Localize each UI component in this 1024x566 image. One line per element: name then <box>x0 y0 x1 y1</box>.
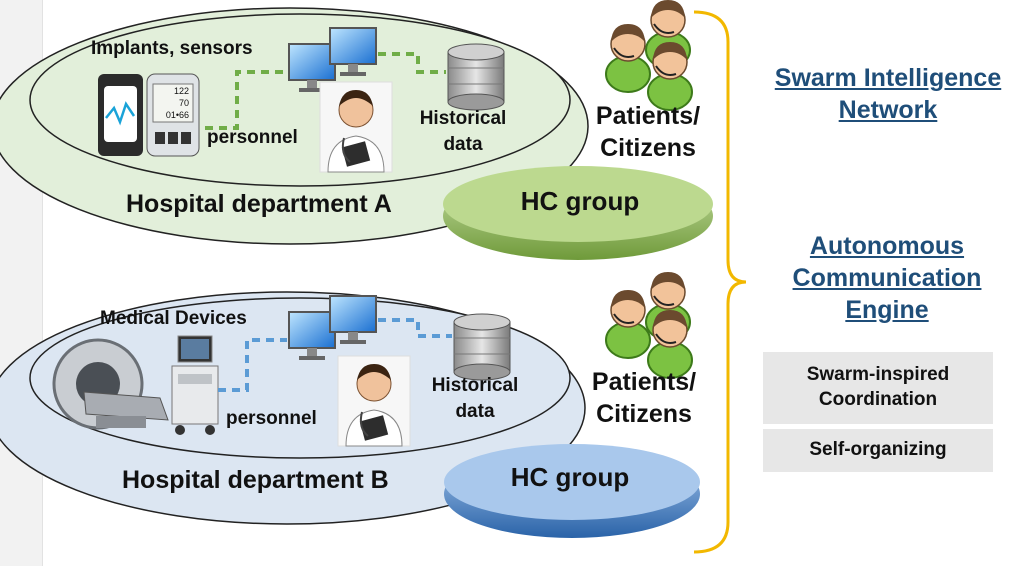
doctor-icon <box>337 355 411 447</box>
doctor-icon <box>319 81 393 173</box>
bp-value-1: 122 <box>174 86 189 96</box>
hc-group-disc-a <box>443 166 713 242</box>
dept-a-link-data <box>378 52 446 74</box>
swarm-inspired-coordination-box: Swarm-inspired Coordination <box>763 352 993 424</box>
dept-b-personnel-label: personnel <box>226 408 317 429</box>
autonomous-communication-engine-link[interactable]: Autonomous Communication Engine <box>792 232 982 324</box>
dept-a-devices-label: Implants, sensors <box>91 38 253 59</box>
database-icon <box>447 43 505 111</box>
dept-a-personnel-label: personnel <box>207 127 298 148</box>
dept-b-link-devices <box>218 338 287 392</box>
bp-value-2: 70 <box>179 98 189 108</box>
patients-group-b-icon <box>605 271 693 379</box>
hc-group-disc-b <box>444 444 700 520</box>
dept-b-link-data <box>378 318 452 338</box>
hc-group-a-label: HC group <box>520 186 640 216</box>
dept-a-historical-label: Historical data <box>419 108 507 155</box>
dept-b-historical-label: Historical data <box>431 375 519 422</box>
dept-a-link-devices <box>205 70 287 130</box>
patients-a-label: Patients/ Citizens <box>595 102 701 162</box>
bp-value-3: 01•66 <box>166 110 189 120</box>
swarm-intelligence-network-link[interactable]: Swarm Intelligence Network <box>774 64 1002 124</box>
database-icon <box>453 313 511 381</box>
patients-b-label: Patients/ Citizens <box>591 368 697 428</box>
curly-bracket <box>693 10 747 554</box>
self-organizing-box: Self-organizing <box>763 429 993 472</box>
ultrasound-machine-icon <box>171 335 219 435</box>
dept-b-devices-label: Medical Devices <box>100 308 247 329</box>
mri-scanner-icon <box>52 338 169 430</box>
blood-pressure-monitor-icon: 122 70 01•66 <box>146 73 200 157</box>
dept-b-title: Hospital department B <box>122 466 389 494</box>
hc-group-b-label: HC group <box>510 462 630 492</box>
smartwatch-icon <box>98 74 143 156</box>
dept-a-title: Hospital department A <box>126 190 392 218</box>
patients-group-a-icon <box>605 0 693 111</box>
